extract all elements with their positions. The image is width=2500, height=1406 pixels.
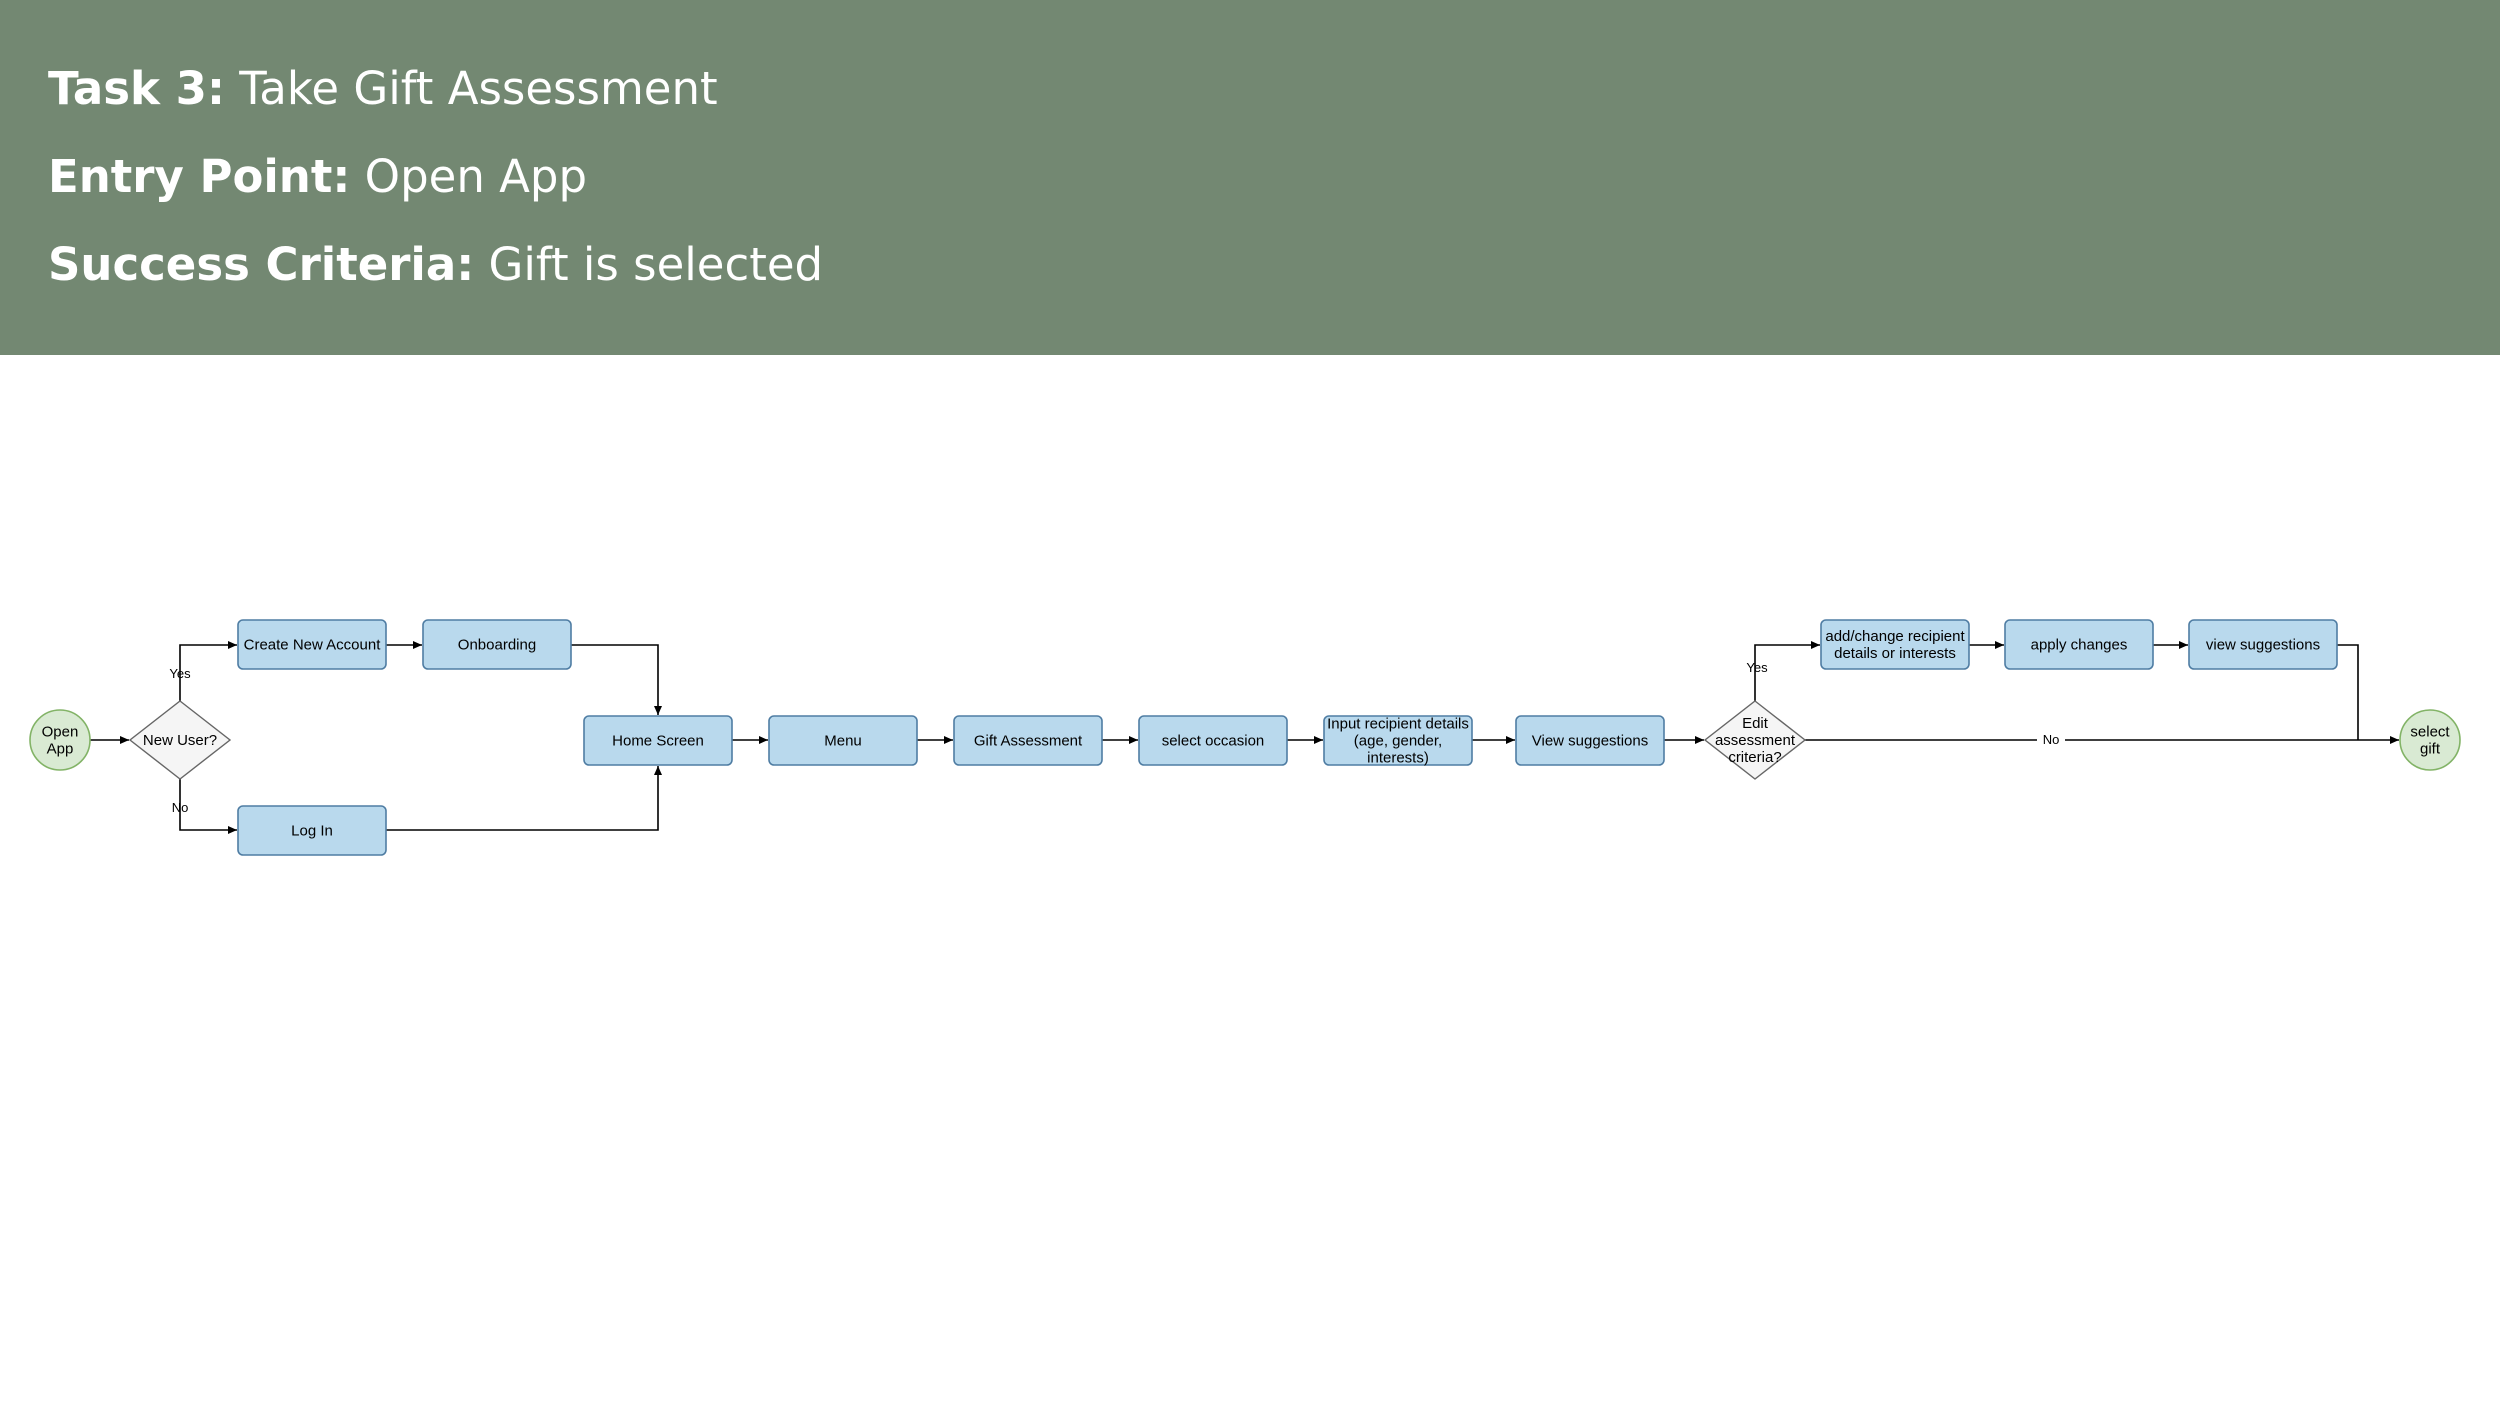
node-label: apply changes [2031,637,2128,654]
node-view-suggestions-1: View suggestions [1515,715,1665,766]
node-label: add/change recipient [1825,628,1965,645]
edge-newuser-no [179,779,237,834]
node-menu: Menu [768,715,918,766]
node-select-occasion: select occasion [1138,715,1288,766]
node-label: Log In [291,823,333,840]
flow-edges [90,641,2399,834]
entry-point: Entry Point: Open App [48,150,587,203]
task-header: Task 3: Take Gift Assessment Entry Point… [0,0,2500,355]
node-label: New User? [143,732,217,749]
edge-label-yes-newuser: Yes [169,666,191,681]
node-view-suggestions-2: view suggestions [2188,619,2338,670]
node-label: view suggestions [2206,637,2320,654]
edge-label-yes-edit: Yes [1746,660,1768,675]
success-criteria: Success Criteria: Gift is selected [48,238,823,291]
node-label: details or interests [1834,645,1956,662]
success-label: Success Criteria: [48,238,475,291]
edge-view2-to-gift [2337,644,2359,740]
node-label: gift [2420,741,2441,758]
entry-value: Open App [364,150,588,203]
task-label: Task 3: [48,62,225,115]
node-log-in: Log In [237,805,387,856]
node-label: Home Screen [612,733,704,750]
edge-label-no-newuser: No [172,800,189,815]
node-label: Open [42,724,79,741]
task-value: Take Gift Assessment [239,62,718,115]
entry-label: Entry Point: [48,150,351,203]
node-label: Edit [1742,715,1769,732]
edge-newuser-yes [179,641,237,701]
node-new-user: New User? [128,700,232,780]
edge-edit-yes [1754,641,1820,701]
node-label: App [47,741,74,758]
node-label: interests) [1367,750,1429,767]
edge-login-to-home [386,766,662,831]
success-value: Gift is selected [488,238,824,291]
node-label: (age, gender, [1354,733,1442,750]
node-create-account: Create New Account [237,619,387,670]
node-label: criteria? [1728,749,1781,766]
node-apply-changes: apply changes [2004,619,2154,670]
node-input-details: Input recipient details(age, gender,inte… [1323,715,1473,767]
edge-label-no-edit: No [2043,732,2060,747]
task-title: Task 3: Take Gift Assessment [48,62,718,115]
node-label: Create New Account [244,637,382,654]
node-onboarding: Onboarding [422,619,572,670]
node-home-screen: Home Screen [583,715,733,766]
edge-onboarding-to-home [571,644,662,715]
node-gift-assessment: Gift Assessment [953,715,1103,766]
node-label: Menu [824,733,862,750]
node-label: Gift Assessment [974,733,1083,750]
node-label: Input recipient details [1327,716,1469,733]
node-label: Onboarding [458,637,536,654]
node-label: select [2410,724,2450,741]
node-label: select occasion [1162,733,1265,750]
node-label: assessment [1715,732,1796,749]
node-label: View suggestions [1532,733,1648,750]
